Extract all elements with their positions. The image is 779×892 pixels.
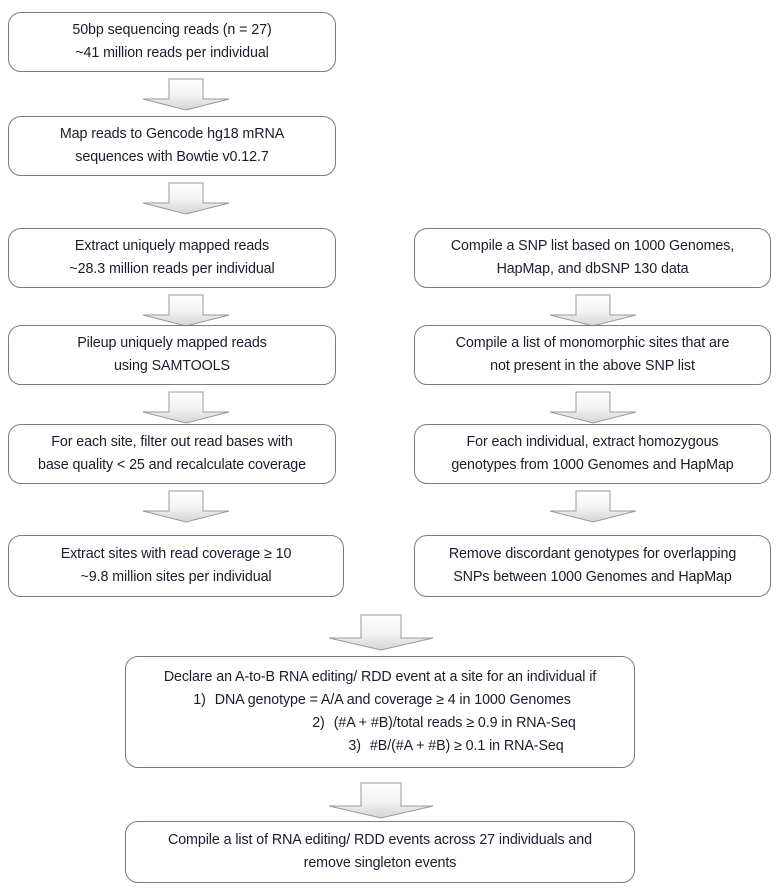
arrow-left-3	[140, 294, 232, 328]
arrow-left-4	[140, 391, 232, 425]
node-base-quality-filter[interactable]: For each site, filter out read bases wit…	[8, 424, 336, 484]
node-line: For each site, filter out read bases wit…	[51, 433, 293, 450]
criteria-text: #B/(#A + #B) ≥ 0.1 in RNA-Seq	[369, 738, 564, 755]
node-line: using SAMTOOLS	[114, 358, 230, 374]
node-line: sequences with Bowtie v0.12.7	[75, 149, 269, 165]
node-homozygous-genotypes[interactable]: For each individual, extract homozygous …	[414, 424, 771, 484]
node-remove-discordant[interactable]: Remove discordant genotypes for overlapp…	[414, 535, 771, 597]
node-declare-event[interactable]: Declare an A-to-B RNA editing/ RDD event…	[125, 656, 635, 768]
node-line: not present in the above SNP list	[490, 358, 695, 374]
criteria-number: 2)	[312, 715, 325, 732]
arrow-final	[325, 782, 437, 820]
down-block-arrow-icon	[328, 782, 434, 819]
down-block-arrow-icon	[142, 78, 230, 111]
arrow-left-1	[140, 78, 232, 112]
arrow-right-2	[547, 391, 639, 425]
node-line: remove singleton events	[303, 855, 457, 871]
criteria-text: (#A + #B)/total reads ≥ 0.9 in RNA-Seq	[333, 715, 576, 732]
criteria-heading: Declare an A-to-B RNA editing/ RDD event…	[163, 668, 597, 685]
down-block-arrow-icon	[142, 294, 230, 327]
node-line: SNPs between 1000 Genomes and HapMap	[453, 569, 732, 585]
node-line: ~28.3 million reads per individual	[69, 261, 275, 277]
node-line: ~9.8 million sites per individual	[80, 569, 272, 585]
node-line: ~41 million reads per individual	[75, 45, 269, 61]
node-line: base quality < 25 and recalculate covera…	[37, 457, 307, 473]
node-pileup[interactable]: Pileup uniquely mapped reads using SAMTO…	[8, 325, 336, 385]
arrow-right-3	[547, 490, 639, 524]
criteria-item-2: 2) (#A + #B)/total reads ≥ 0.9 in RNA-Seq	[184, 712, 576, 735]
down-block-arrow-icon	[549, 490, 637, 523]
node-extract-unique[interactable]: Extract uniquely mapped reads ~28.3 mill…	[8, 228, 336, 288]
criteria-number: 1)	[193, 691, 206, 708]
criteria-item-1: 1) DNA genotype = A/A and coverage ≥ 4 in…	[189, 689, 571, 712]
down-block-arrow-icon	[142, 391, 230, 424]
node-line: Extract uniquely mapped reads	[74, 237, 270, 254]
node-compile-events[interactable]: Compile a list of RNA editing/ RDD event…	[125, 821, 635, 883]
node-snp-list[interactable]: Compile a SNP list based on 1000 Genomes…	[414, 228, 771, 288]
node-rna-reads[interactable]: 50bp sequencing reads (n = 27) ~41 milli…	[8, 12, 336, 72]
down-block-arrow-icon	[328, 614, 434, 651]
down-block-arrow-icon	[549, 391, 637, 424]
node-line: Remove discordant genotypes for overlapp…	[448, 545, 737, 562]
node-line: genotypes from 1000 Genomes and HapMap	[451, 457, 734, 473]
arrow-left-5	[140, 490, 232, 524]
node-map-reads[interactable]: Map reads to Gencode hg18 mRNA sequences…	[8, 116, 336, 176]
node-line: HapMap, and dbSNP 130 data	[496, 261, 689, 277]
node-line: Extract sites with read coverage ≥ 10	[60, 545, 292, 562]
node-line: Compile a list of RNA editing/ RDD event…	[167, 831, 592, 848]
node-line: Pileup uniquely mapped reads	[77, 334, 267, 351]
node-line: For each individual, extract homozygous	[466, 433, 719, 450]
arrow-merge	[325, 614, 437, 652]
node-line: Map reads to Gencode hg18 mRNA	[59, 125, 285, 142]
arrow-right-1	[547, 294, 639, 328]
arrow-left-2	[140, 182, 232, 216]
criteria-item-3: 3) #B/(#A + #B) ≥ 0.1 in RNA-Seq	[196, 735, 563, 758]
node-line: Compile a SNP list based on 1000 Genomes…	[450, 237, 735, 254]
node-line: 50bp sequencing reads (n = 27)	[72, 21, 272, 38]
down-block-arrow-icon	[549, 294, 637, 327]
down-block-arrow-icon	[142, 490, 230, 523]
down-block-arrow-icon	[142, 182, 230, 215]
criteria-number: 3)	[348, 738, 361, 755]
criteria-text: DNA genotype = A/A and coverage ≥ 4 in 1…	[214, 691, 571, 708]
node-line: Compile a list of monomorphic sites that…	[455, 334, 730, 351]
node-monomorphic-list[interactable]: Compile a list of monomorphic sites that…	[414, 325, 771, 385]
node-coverage-filter[interactable]: Extract sites with read coverage ≥ 10 ~9…	[8, 535, 344, 597]
